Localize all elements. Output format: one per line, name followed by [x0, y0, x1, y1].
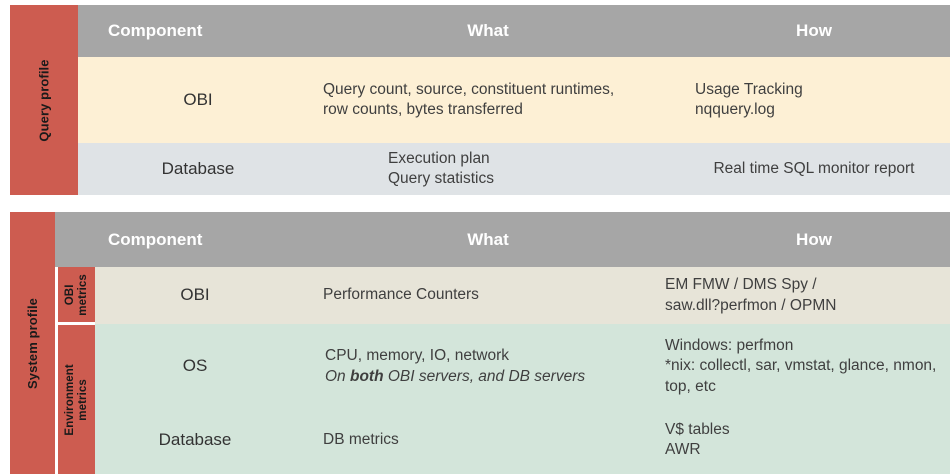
- table2-header-row: Component What How: [55, 212, 950, 267]
- table-system-profile: System profile OBI metrics Environment m…: [0, 212, 950, 474]
- group-bar-label: OBI metrics: [63, 273, 89, 316]
- table1-row-obi-component: OBI: [183, 89, 213, 109]
- table2-row-os-what-line2: On both OBI servers, and DB servers: [325, 367, 586, 385]
- profile-bar-label: Query profile: [36, 58, 52, 142]
- table2-row-os-what-line1: CPU, memory, IO, network: [325, 347, 510, 365]
- table2-row-os: OS CPU, memory, IO, network On both OBI …: [95, 324, 950, 409]
- table1-header-row: Component What How: [78, 5, 950, 57]
- table1-row-database-component: Database: [161, 158, 235, 178]
- table2-row-obi-component: OBI: [180, 285, 210, 305]
- table2-row-database-what: DB metrics: [323, 430, 399, 448]
- profile-bar-label: System profile: [25, 297, 41, 389]
- group-bar-obi-metrics: OBI metrics: [58, 267, 95, 322]
- table2-row-obi: OBI Performance Counters EM FMW / DMS Sp…: [95, 267, 950, 324]
- table1-row-obi-how: Usage Tracking nqquery.log: [695, 80, 803, 118]
- group-bar-label: Environment metrics: [63, 363, 89, 436]
- table2-row-obi-what: Performance Counters: [323, 286, 479, 304]
- group-bar-environment-metrics: Environment metrics: [58, 325, 95, 474]
- table-query-profile: Query profile Component What How OBI Que…: [0, 0, 950, 197]
- table2-col-what: What: [467, 229, 509, 249]
- table1-row-database-what: Execution plan Query statistics: [388, 149, 494, 187]
- table2-row-os-how: Windows: perfmon *nix: collectl, sar, vm…: [665, 336, 937, 395]
- table1-row-database-how: Real time SQL monitor report: [713, 159, 915, 177]
- table2-row-os-what: CPU, memory, IO, network On both OBI ser…: [325, 324, 625, 409]
- table1-row-obi: OBI Query count, source, constituent run…: [78, 57, 950, 143]
- table1-row-database: Database Execution plan Query statistics…: [78, 143, 950, 195]
- profile-bar-query-profile: Query profile: [10, 5, 78, 195]
- table2-row-os-component: OS: [182, 356, 208, 376]
- table2-row-database-how: V$ tables AWR: [665, 420, 730, 458]
- table1-col-what: What: [467, 21, 509, 40]
- table2-row-database: Database DB metrics V$ tables AWR: [95, 409, 950, 471]
- table2-row-database-component: Database: [158, 429, 232, 449]
- profile-bar-system-profile: System profile: [10, 212, 55, 474]
- table2-col-component: Component: [108, 229, 203, 249]
- table1-col-component: Component: [108, 21, 203, 40]
- table2-row-obi-how: EM FMW / DMS Spy / saw.dll?perfmon / OPM…: [665, 276, 837, 314]
- table2-group-environment-background: [95, 324, 950, 474]
- table2-col-how: How: [796, 229, 832, 249]
- table1-col-how: How: [796, 21, 832, 40]
- table1-row-obi-what: Query count, source, constituent runtime…: [323, 80, 615, 118]
